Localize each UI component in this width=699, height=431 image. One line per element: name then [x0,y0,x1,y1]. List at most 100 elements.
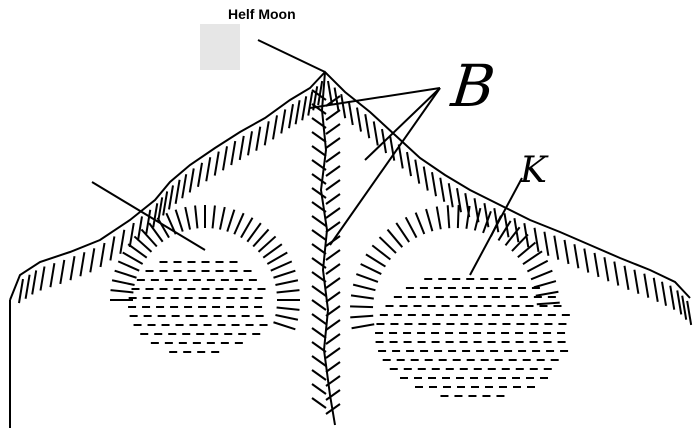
depression-hatch-stroke [350,316,373,318]
depression-hatch-stroke [277,308,300,310]
ridge-hatch-stroke [535,228,539,252]
stream-branch-stroke [312,286,326,296]
ridge-hatch-stroke [341,94,345,118]
stream-branch-stroke [326,278,340,288]
ridge-hatch-stroke [349,101,353,125]
ridge-hatch-stroke [374,121,378,145]
stream-branch-stroke [326,138,340,148]
stream-branch-stroke [326,208,340,218]
ridge-hatch-stroke [584,249,588,273]
ridge-hatch-stroke [289,104,293,128]
ridge-hatch-stroke [634,270,638,294]
ridge-hatch-stroke [215,152,219,176]
depression-hatch-stroke [350,306,373,307]
depression-hatch-stroke [536,292,559,296]
left-lake-dashes [128,262,267,352]
ridge-hatch-stroke [265,121,269,145]
stream-branch-stroke [312,398,326,408]
ridge-hatch-stroke [41,267,45,291]
ridge-hatch-stroke [424,167,428,191]
stream-branch-stroke [326,320,340,330]
ridge-hatch-stroke [19,279,23,303]
depression-hatch-stroke [351,295,374,298]
depression-hatch-stroke [537,303,560,305]
ridge-hatch-stroke [281,109,285,133]
ridge-hatch-stroke [130,223,134,247]
depression-hatch-stroke [176,210,183,232]
depression-hatch-stroke [277,290,300,292]
ridge-hatch-stroke [190,168,194,192]
ridge-hatch-stroke [682,296,686,320]
ridge-hatch-stroke [544,232,548,256]
stream-branch-stroke [326,292,340,302]
ridge-hatch-stroke [440,178,444,202]
ridge-hatch-stroke [595,253,599,277]
stream-branch-stroke [312,314,326,324]
depression-hatch-stroke [379,237,396,253]
depression-hatch-stroke [112,280,134,285]
depression-hatch-stroke [213,206,215,229]
pointer-b-3 [330,88,440,245]
ridge-hatch-stroke [198,163,202,187]
depression-hatch-stroke [220,207,225,229]
ridge-hatch-stroke [71,256,75,280]
stream-branch-stroke [312,174,326,184]
ridge-hatch-stroke [80,252,84,276]
depression-hatch-stroke [527,261,547,272]
stream-branch-stroke [312,244,326,254]
depression-hatch-stroke [111,290,134,292]
depression-hatch-stroke [372,245,390,259]
ridge-hatch-stroke [574,244,578,268]
depression-hatch-stroke [353,285,375,291]
ridge-hatch-stroke [625,266,629,290]
stream-branch-stroke [326,110,340,120]
ridge-hatch-stroke [407,152,411,176]
depression-hatch-stroke [241,218,253,238]
ridge-hatch-stroke [357,108,361,132]
depression-hatch-stroke [275,280,297,285]
ridge-hatch-stroke [302,96,306,120]
stream-branch-stroke [326,334,340,344]
depression-hatch-stroke [352,324,375,328]
depression-hatch-stroke [388,230,403,248]
ridge-hatch-stroke [662,282,666,306]
depression-hatch-stroke [185,207,190,229]
ridge-hatch-stroke [158,197,162,221]
depression-hatch-stroke [271,261,292,270]
ridge-hatch-stroke [50,263,54,287]
depression-hatch-stroke [356,274,378,282]
ridge-hatch-stroke [60,260,64,284]
depression-hatch-stroke [234,213,243,234]
ridge-hatch-stroke [169,185,173,209]
depression-hatch-stroke [426,209,432,231]
stream-branch-stroke [326,124,340,134]
depression-hatch-stroke [458,205,459,228]
ridge-hatch-stroke [296,100,300,124]
stream-branch-stroke [326,264,340,274]
depression-hatch-stroke [396,223,409,242]
stream-branch-stroke [312,216,326,226]
ridge-hatching [19,81,691,325]
ridge-hatch-stroke [399,144,403,168]
ridge-hatch-stroke [670,286,674,310]
depression-hatch-stroke [115,271,137,278]
pointer-top-label [258,40,325,72]
ridge-hatch-stroke [565,240,569,264]
left-depression [110,205,300,329]
ridge-hatch-stroke [90,248,94,272]
stream-branch-stroke [312,356,326,366]
ridge-hatch-stroke [26,275,30,299]
stream-branches [312,90,340,414]
depression-hatch-stroke [534,281,556,287]
ridge-hatch-stroke [654,278,658,302]
ridge-hatch-stroke [163,191,167,215]
ridge-hatch-stroke [318,81,322,105]
ridge-hatch-stroke [415,160,419,184]
depression-hatch-stroke [498,221,510,241]
ridge-hatch-stroke [644,274,648,298]
depression-hatch-stroke [406,217,417,237]
depression-hatch-stroke [518,243,536,258]
depression-hatch-stroke [118,261,139,270]
stream-branch-stroke [312,300,326,310]
